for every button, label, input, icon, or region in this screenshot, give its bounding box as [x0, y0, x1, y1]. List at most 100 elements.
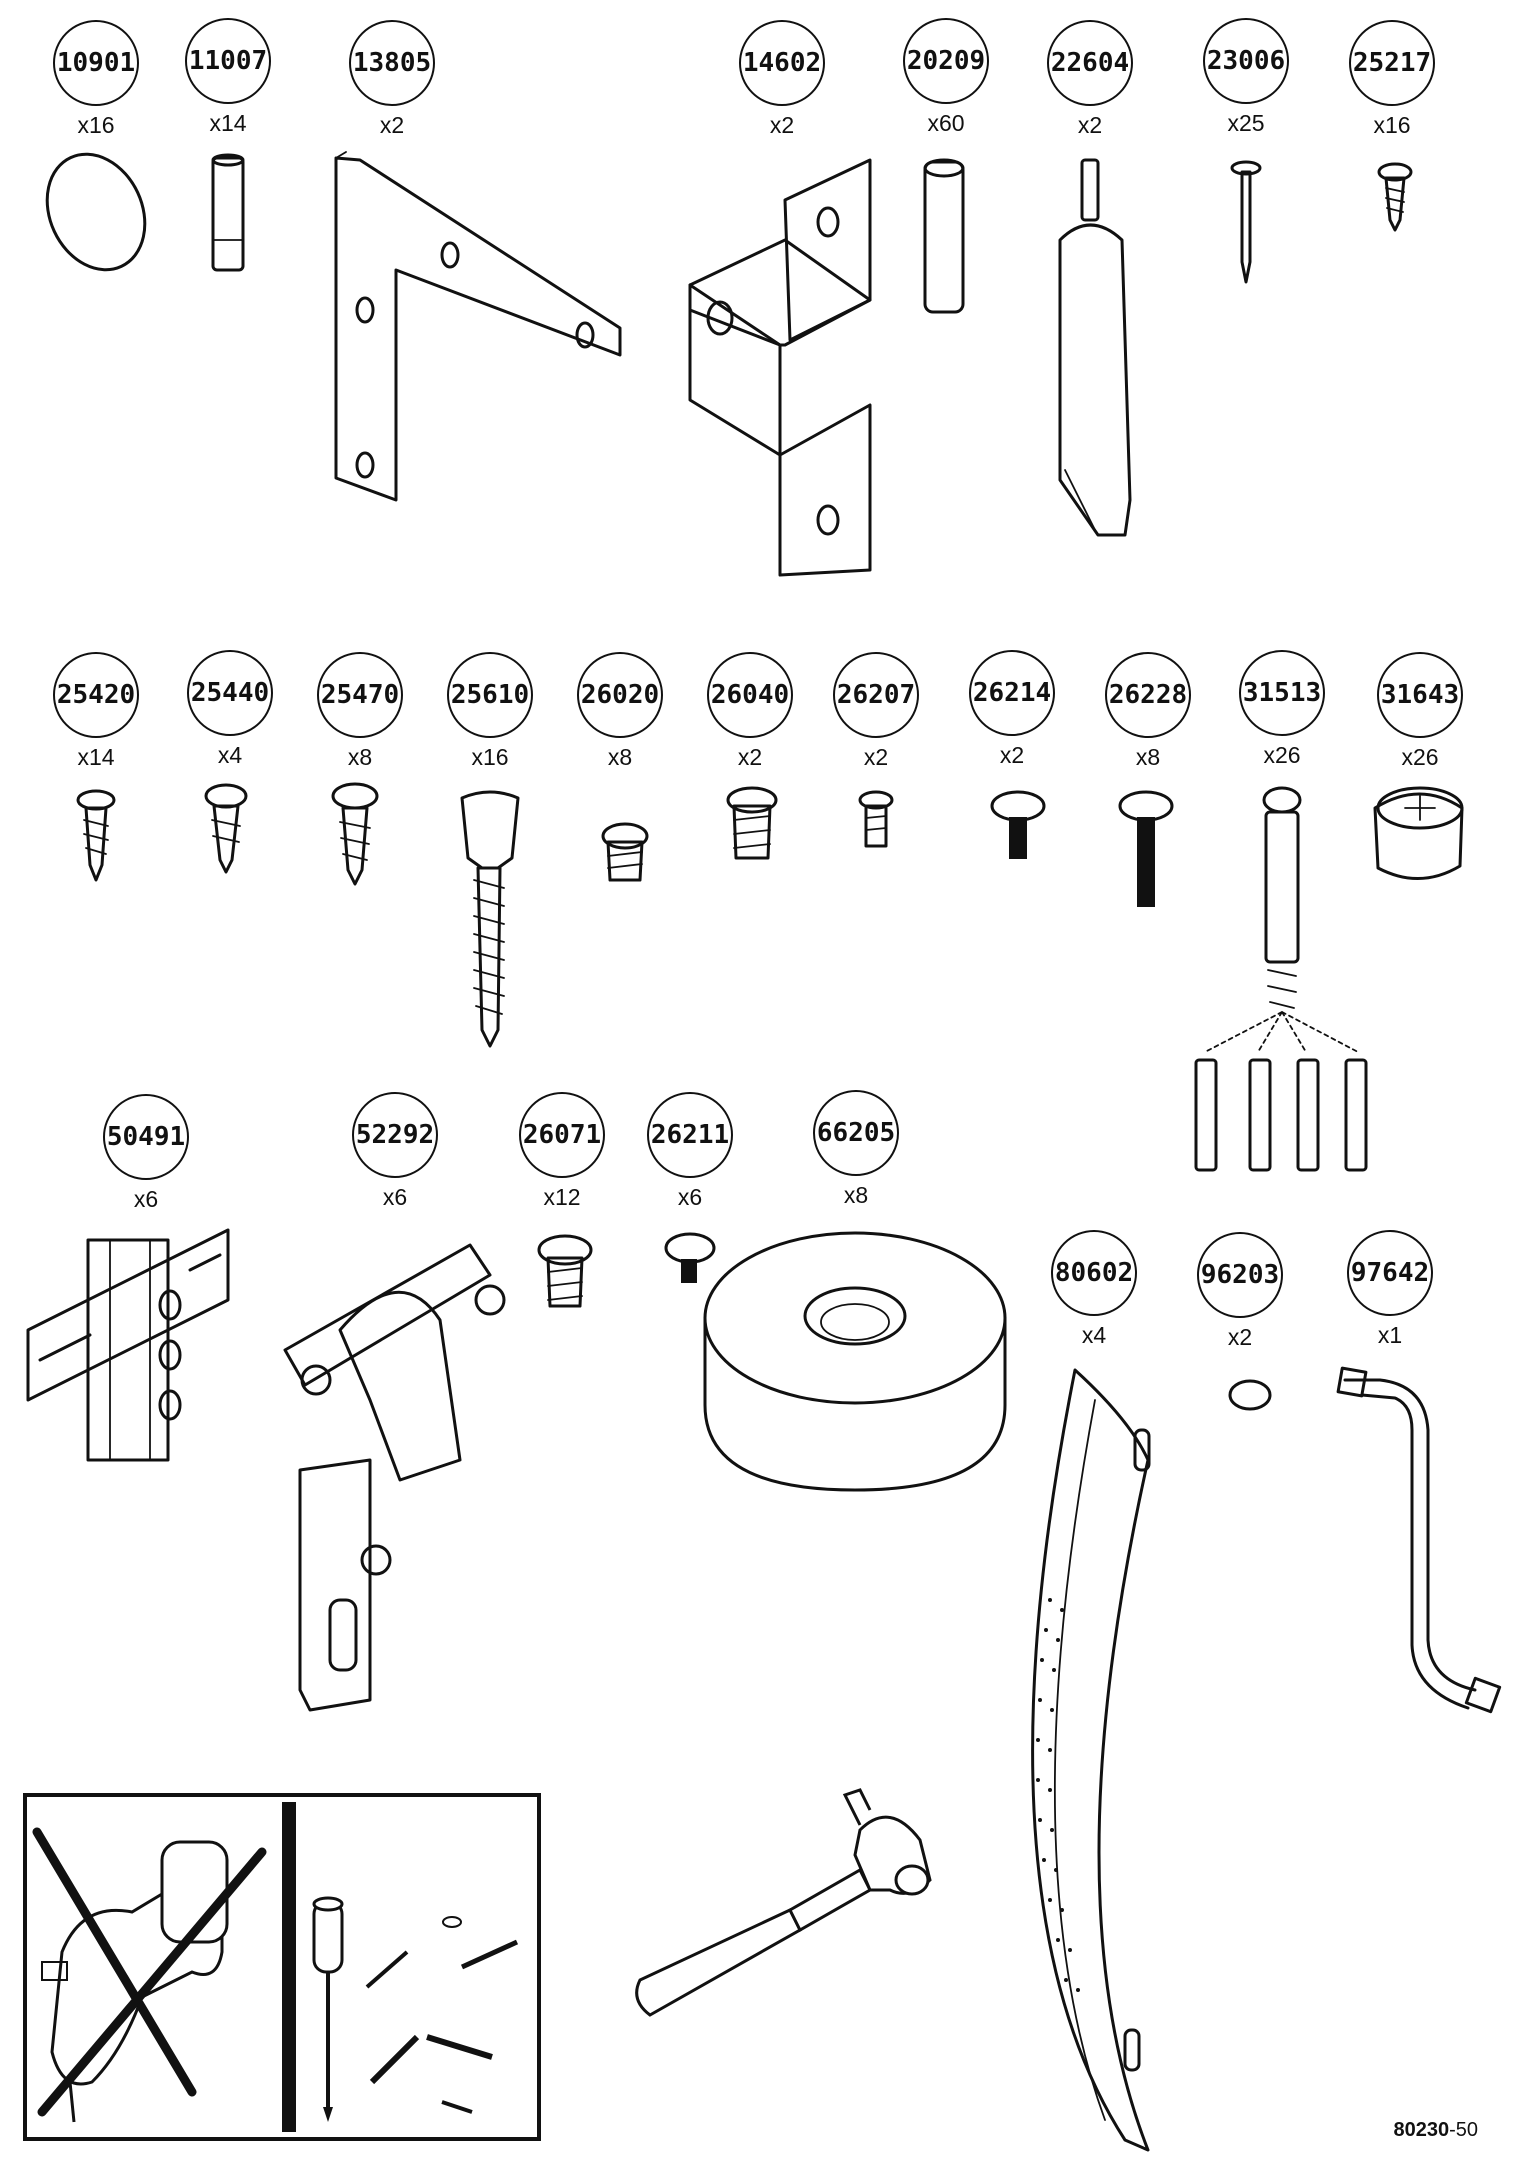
part-25420-drawing: [76, 789, 116, 882]
document-code-suffix: -50: [1449, 2119, 1478, 2141]
part-number-badge: 23006: [1203, 18, 1289, 104]
part-26214-drawing: [990, 790, 1046, 859]
part-26228: 26228 x8: [1088, 652, 1208, 771]
part-80602-drawing: [1031, 1368, 1151, 2152]
part-quantity: x26: [1401, 744, 1439, 770]
part-22604-drawing: [1058, 158, 1132, 537]
part-26211: 26211 x6: [630, 1092, 750, 1211]
part-number-badge: 22604: [1047, 20, 1133, 106]
part-25470-drawing: [331, 782, 379, 886]
part-quantity: x16: [77, 112, 115, 138]
part-number-badge: 52292: [352, 1092, 438, 1178]
part-quantity: x2: [379, 112, 405, 138]
part-quantity: x2: [1077, 112, 1103, 138]
part-10901: 10901 x16: [36, 20, 156, 139]
part-quantity: x4: [217, 742, 243, 768]
part-11007: 11007 x14: [168, 18, 288, 137]
part-26040: 26040 x2: [690, 652, 810, 771]
part-quantity: x2: [769, 112, 795, 138]
part-96203-drawing: [1228, 1379, 1272, 1411]
part-quantity: x2: [863, 744, 889, 770]
part-quantity: x8: [607, 744, 633, 770]
part-number-badge: 26228: [1105, 652, 1191, 738]
part-quantity: x14: [209, 110, 247, 136]
part-quantity: x12: [543, 1184, 581, 1210]
part-14602-drawing: [688, 158, 872, 577]
part-26040-drawing: [726, 786, 778, 860]
assorted-screws-icon: [365, 1916, 519, 2114]
part-97642: 97642 x1: [1330, 1230, 1450, 1349]
part-number-badge: 26211: [647, 1092, 733, 1178]
part-26207: 26207 x2: [816, 652, 936, 771]
part-quantity: x14: [77, 744, 115, 770]
part-number-badge: 13805: [349, 20, 435, 106]
part-number-badge: 26020: [577, 652, 663, 738]
part-22604: 22604 x2: [1030, 20, 1150, 139]
part-13805: 13805 x2: [332, 20, 452, 139]
part-quantity: x4: [1081, 1322, 1107, 1348]
hammer-icon: [635, 1788, 932, 2017]
part-66205-drawing: [703, 1231, 1007, 1492]
part-26228-drawing: [1118, 790, 1174, 907]
part-13805-drawing: [334, 151, 622, 502]
part-80602: 80602 x4: [1034, 1230, 1154, 1349]
part-number-badge: 25440: [187, 650, 273, 736]
part-number-badge: 26214: [969, 650, 1055, 736]
part-31513: 31513 x26: [1222, 650, 1342, 769]
part-number-badge: 96203: [1197, 1232, 1283, 1318]
part-number-badge: 10901: [53, 20, 139, 106]
part-25610-drawing: [460, 790, 520, 1048]
tool-instruction-panel: [23, 1793, 541, 2141]
part-quantity: x2: [999, 742, 1025, 768]
part-20209: 20209 x60: [886, 18, 1006, 137]
document-code-number: 80230: [1393, 2119, 1450, 2141]
part-number-badge: 20209: [903, 18, 989, 104]
part-quantity: x8: [843, 1182, 869, 1208]
part-quantity: x6: [382, 1184, 408, 1210]
part-number-badge: 25610: [447, 652, 533, 738]
part-25470: 25470 x8: [300, 652, 420, 771]
part-quantity: x6: [133, 1186, 159, 1212]
part-number-badge: 14602: [739, 20, 825, 106]
part-quantity: x60: [927, 110, 965, 136]
part-quantity: x16: [1373, 112, 1411, 138]
part-25610: 25610 x16: [430, 652, 550, 771]
part-number-badge: 26040: [707, 652, 793, 738]
part-50491-drawing: [26, 1228, 230, 1462]
part-26071: 26071 x12: [502, 1092, 622, 1211]
part-quantity: x8: [347, 744, 373, 770]
part-25420: 25420 x14: [36, 652, 156, 771]
part-quantity: x26: [1263, 742, 1301, 768]
part-number-badge: 31513: [1239, 650, 1325, 736]
part-number-badge: 26207: [833, 652, 919, 738]
part-quantity: x8: [1135, 744, 1161, 770]
part-quantity: x6: [677, 1184, 703, 1210]
part-quantity: x16: [471, 744, 509, 770]
part-23006: 23006 x25: [1186, 18, 1306, 137]
part-number-badge: 25470: [317, 652, 403, 738]
part-number-badge: 25217: [1349, 20, 1435, 106]
part-96203: 96203 x2: [1180, 1232, 1300, 1351]
part-26020: 26020 x8: [560, 652, 680, 771]
part-quantity: x2: [1227, 1324, 1253, 1350]
part-quantity: x1: [1377, 1322, 1403, 1348]
part-66205: 66205 x8: [796, 1090, 916, 1209]
part-quantity: x2: [737, 744, 763, 770]
part-31643-drawing: [1373, 786, 1464, 880]
part-52292-drawing: [283, 1243, 506, 1712]
part-20209-drawing: [923, 158, 965, 314]
part-31513-drawing: [1194, 786, 1368, 1172]
part-97642-drawing: [1336, 1366, 1502, 1714]
panel-divider: [282, 1802, 296, 2132]
part-number-badge: 25420: [53, 652, 139, 738]
part-31643: 31643 x26: [1360, 652, 1480, 771]
part-11007-drawing: [211, 153, 245, 272]
part-14602: 14602 x2: [722, 20, 842, 139]
part-number-badge: 50491: [103, 1094, 189, 1180]
part-25217: 25217 x16: [1332, 20, 1452, 139]
part-50491: 50491 x6: [86, 1094, 206, 1213]
part-number-badge: 66205: [813, 1090, 899, 1176]
part-number-badge: 80602: [1051, 1230, 1137, 1316]
part-25217-drawing: [1377, 162, 1413, 232]
